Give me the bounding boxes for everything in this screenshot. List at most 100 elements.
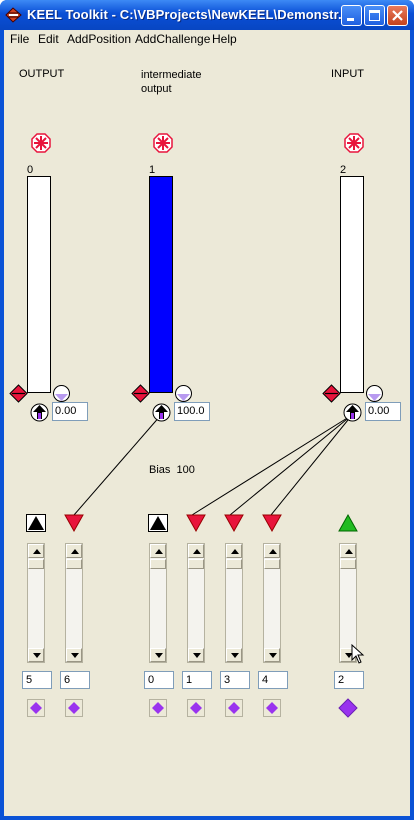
maximize-icon <box>369 10 380 21</box>
challenge-value-field[interactable]: 6 <box>60 671 90 689</box>
title-bar[interactable]: KEEL Toolkit - C:\VBProjects\NewKEEL\Dem… <box>0 0 414 30</box>
input-column-label: INPUT <box>331 68 364 80</box>
slider-up-button[interactable] <box>188 544 204 558</box>
red-down-triangle-icon[interactable] <box>224 514 244 532</box>
challenge-slider[interactable] <box>149 543 167 663</box>
slider-thumb[interactable] <box>226 559 242 569</box>
black-up-triangle-icon[interactable] <box>26 514 46 532</box>
menu-file[interactable]: File <box>10 32 30 46</box>
slider-thumb[interactable] <box>340 559 356 569</box>
slider-thumb[interactable] <box>28 559 44 569</box>
chevron-up-icon <box>155 549 163 554</box>
challenge-slider[interactable] <box>225 543 243 663</box>
output-star-icon[interactable] <box>31 133 51 153</box>
output-column-label: OUTPUT <box>19 68 65 80</box>
slider-down-button[interactable] <box>188 648 204 662</box>
slider-down-button[interactable] <box>264 648 280 662</box>
input-red-diamond-icon[interactable] <box>322 384 341 403</box>
slider-up-button[interactable] <box>264 544 280 558</box>
purple-diamond-button-icon[interactable] <box>149 699 167 717</box>
output-value-field[interactable]: 0.00 <box>52 402 88 421</box>
bias-label: Bias 100 <box>149 464 195 476</box>
slider-thumb[interactable] <box>150 559 166 569</box>
slider-up-button[interactable] <box>226 544 242 558</box>
slider-down-button[interactable] <box>66 648 82 662</box>
slider-up-button[interactable] <box>66 544 82 558</box>
input-star-icon[interactable] <box>344 133 364 153</box>
menu-add-position[interactable]: AddPosition <box>67 32 132 46</box>
challenge-value-field[interactable]: 4 <box>258 671 288 689</box>
challenge-slider[interactable] <box>187 543 205 663</box>
purple-diamond-button-icon[interactable] <box>27 699 45 717</box>
menu-edit[interactable]: Edit <box>38 32 59 46</box>
challenge-slider[interactable] <box>339 543 357 663</box>
menu-bar: File Edit AddPosition AddChallenge Help <box>4 30 410 49</box>
purple-diamond-button-icon[interactable] <box>187 699 205 717</box>
challenge-value-field[interactable]: 2 <box>334 671 364 689</box>
chevron-down-icon <box>193 653 201 658</box>
maximize-button[interactable] <box>364 5 385 26</box>
red-down-triangle-icon[interactable] <box>186 514 206 532</box>
input-level-bar <box>340 176 364 393</box>
intermediate-index: 1 <box>149 164 156 176</box>
challenge-value-field[interactable]: 0 <box>144 671 174 689</box>
chevron-up-icon <box>193 549 201 554</box>
input-purple-circle-icon[interactable] <box>365 384 384 403</box>
challenge-value-field[interactable]: 3 <box>220 671 250 689</box>
black-up-triangle-icon[interactable] <box>148 514 168 532</box>
challenge-slider[interactable] <box>263 543 281 663</box>
slider-down-button[interactable] <box>28 648 44 662</box>
purple-diamond-button-icon[interactable] <box>263 699 281 717</box>
challenge-value-field[interactable]: 5 <box>22 671 52 689</box>
intermediate-up-arrow-icon[interactable] <box>152 403 171 422</box>
close-button[interactable] <box>387 5 408 26</box>
input-index: 2 <box>340 164 347 176</box>
input-value-field[interactable]: 0.00 <box>365 402 401 421</box>
purple-diamond-icon[interactable] <box>338 698 358 718</box>
input-up-arrow-icon[interactable] <box>343 403 362 422</box>
menu-add-challenge[interactable]: AddChallenge <box>135 32 211 46</box>
challenge-slider[interactable] <box>27 543 45 663</box>
slider-thumb[interactable] <box>264 559 280 569</box>
slider-thumb[interactable] <box>188 559 204 569</box>
slider-up-button[interactable] <box>28 544 44 558</box>
minimize-button[interactable] <box>341 5 362 26</box>
chevron-down-icon <box>231 653 239 658</box>
intermediate-purple-circle-icon[interactable] <box>174 384 193 403</box>
minimize-icon <box>347 18 354 21</box>
green-up-triangle-icon[interactable] <box>338 514 358 532</box>
output-level-bar <box>27 176 51 393</box>
challenge-slider[interactable] <box>65 543 83 663</box>
intermediate-star-icon[interactable] <box>153 133 173 153</box>
challenge-value-field[interactable]: 1 <box>182 671 212 689</box>
red-down-triangle-icon[interactable] <box>262 514 282 532</box>
output-purple-circle-icon[interactable] <box>52 384 71 403</box>
intermediate-level-fill <box>150 177 172 392</box>
slider-down-button[interactable] <box>226 648 242 662</box>
output-red-diamond-icon[interactable] <box>9 384 28 403</box>
chevron-up-icon <box>269 549 277 554</box>
window-title: KEEL Toolkit - C:\VBProjects\NewKEEL\Dem… <box>27 7 350 22</box>
chevron-up-icon <box>231 549 239 554</box>
client-area: File Edit AddPosition AddChallenge Help … <box>4 30 410 816</box>
purple-diamond-button-icon[interactable] <box>225 699 243 717</box>
menu-help[interactable]: Help <box>212 32 237 46</box>
intermediate-value-field[interactable]: 100.0 <box>174 402 210 421</box>
mouse-cursor-icon <box>351 644 365 664</box>
slider-thumb[interactable] <box>66 559 82 569</box>
chevron-down-icon <box>269 653 277 658</box>
slider-up-button[interactable] <box>340 544 356 558</box>
intermediate-red-diamond-icon[interactable] <box>131 384 150 403</box>
red-down-triangle-icon[interactable] <box>64 514 84 532</box>
output-index: 0 <box>27 164 34 176</box>
chevron-up-icon <box>345 549 353 554</box>
connection-lines <box>73 414 353 516</box>
output-up-arrow-icon[interactable] <box>30 403 49 422</box>
purple-diamond-button-icon[interactable] <box>65 699 83 717</box>
chevron-down-icon <box>155 653 163 658</box>
chevron-down-icon <box>345 653 353 658</box>
chevron-down-icon <box>71 653 79 658</box>
slider-up-button[interactable] <box>150 544 166 558</box>
slider-down-button[interactable] <box>150 648 166 662</box>
